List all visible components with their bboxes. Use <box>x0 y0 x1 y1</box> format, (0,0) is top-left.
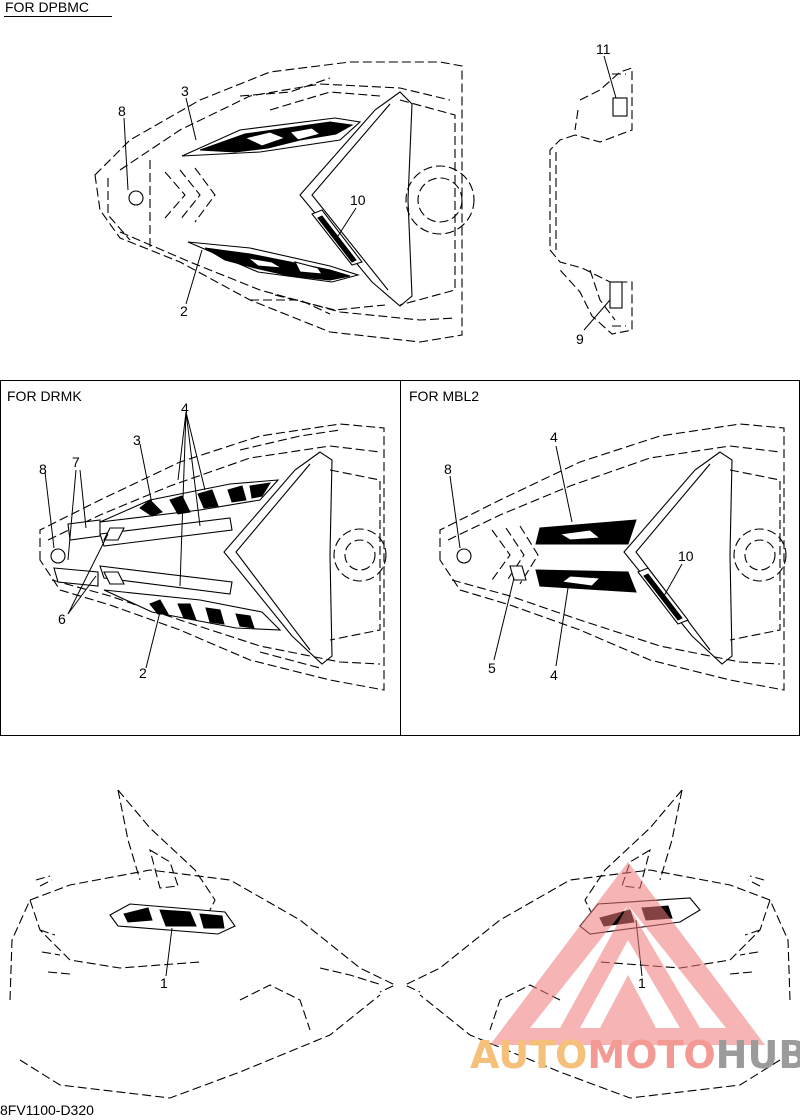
top-callout-11: 11 <box>596 41 611 57</box>
side-callout-1-right: 1 <box>638 975 646 991</box>
mbl2-callout-5: 5 <box>488 660 496 676</box>
watermark-hub: HUB <box>715 1033 800 1077</box>
watermark-moto: MOTO <box>587 1033 716 1077</box>
drmk-callout-7: 7 <box>72 454 80 470</box>
mbl2-callout-10: 10 <box>678 548 694 564</box>
drmk-callout-4: 4 <box>181 400 189 416</box>
drmk-callout-3: 3 <box>133 432 141 448</box>
top-callout-8: 8 <box>118 103 126 119</box>
drmk-callout-2: 2 <box>139 665 147 681</box>
section-title-drmk: FOR DRMK <box>7 388 82 404</box>
side-callout-1-left: 1 <box>160 975 168 991</box>
watermark-auto: AUTO <box>470 1033 588 1077</box>
top-callout-10: 10 <box>350 192 366 208</box>
watermark-brand: AUTOMOTOHUB <box>470 1036 800 1074</box>
drmk-callout-6: 6 <box>58 611 66 627</box>
top-callout-3: 3 <box>181 83 189 99</box>
top-callout-9: 9 <box>576 331 584 347</box>
section-title-mbl2: FOR MBL2 <box>409 388 480 404</box>
section-title-dpbmc: FOR DPBMC <box>5 0 89 15</box>
drmk-callout-8: 8 <box>39 461 47 477</box>
mbl2-callout-4-top: 4 <box>550 429 558 445</box>
section-title-underline <box>4 16 112 17</box>
top-callout-2: 2 <box>180 303 188 319</box>
diagram-code: 8FV1100-D320 <box>0 1102 94 1118</box>
mbl2-callout-8: 8 <box>444 461 452 477</box>
mbl2-callout-4-bottom: 4 <box>550 667 558 683</box>
